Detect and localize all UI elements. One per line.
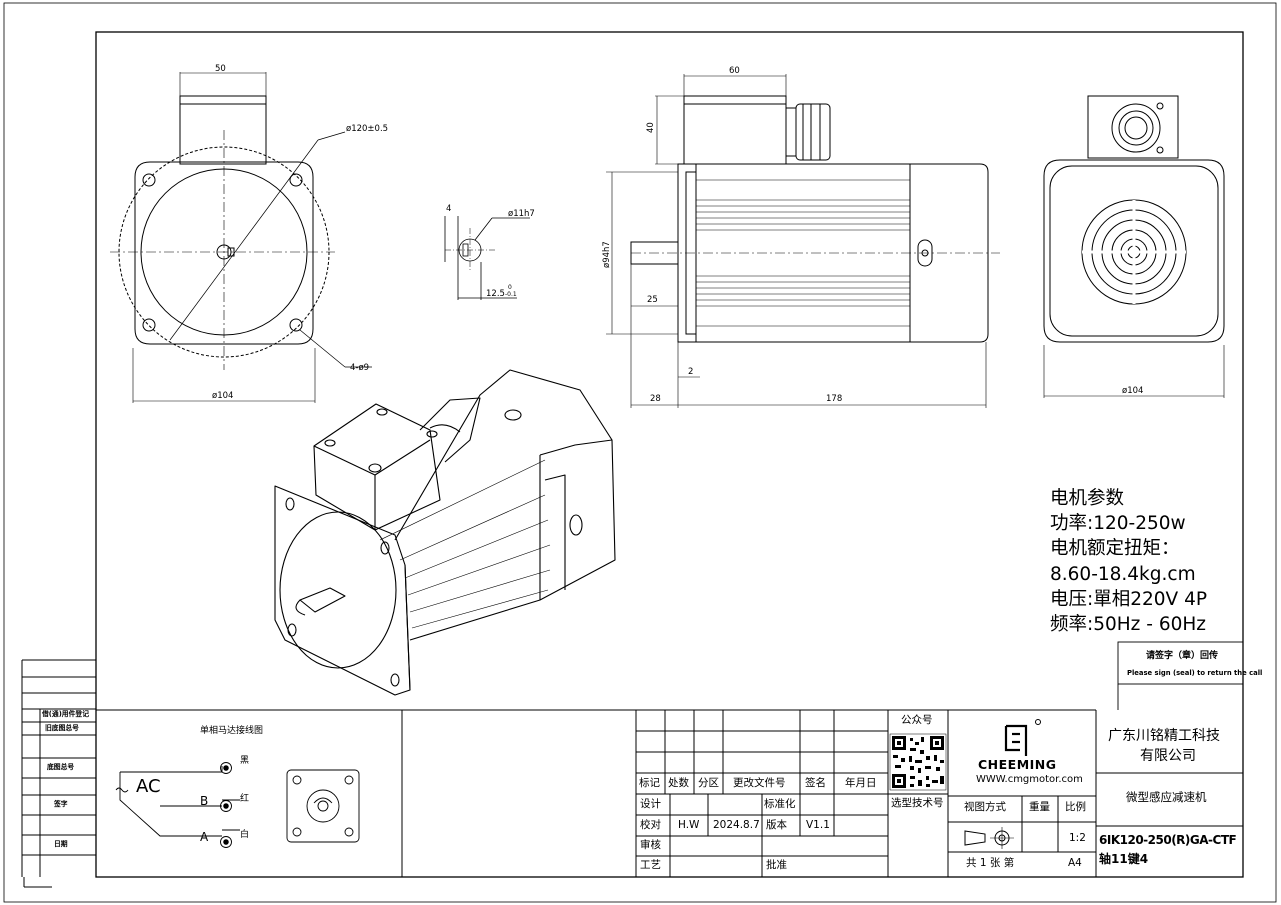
dim-front-holes: 4-ø9 [350, 363, 369, 373]
wiring-diagram [115, 762, 360, 848]
params-torque-value: 8.60-18.4kg.cm [1050, 563, 1196, 585]
tb-process: 工艺 [640, 859, 661, 871]
dim-side-flange: 2 [688, 367, 693, 377]
tb-version: V1.1 [806, 819, 830, 831]
side-view [606, 74, 1000, 408]
shaft-detail [444, 216, 530, 300]
title-block-grid [636, 710, 1243, 877]
sign-box-line1: 请签字（章）回传 [1146, 651, 1219, 661]
tb-checker: H.W [678, 819, 700, 831]
dim-key-width: 4 [446, 204, 451, 214]
dim-side-shaft-total: 28 [650, 394, 661, 404]
tb-ratio-label: 比例 [1065, 801, 1086, 813]
isometric-view [274, 369, 616, 696]
dim-side-shaft-len: 25 [647, 295, 658, 305]
dim-rear-width: ø104 [1122, 386, 1143, 396]
strip-row4: 签字 [54, 800, 68, 808]
tb-product-name: 微型感应减速机 [1126, 790, 1207, 804]
dim-front-circle: ø120±0.5 [346, 124, 388, 134]
tb-weight: 重量 [1029, 801, 1050, 813]
wiring-label-b: B [200, 794, 209, 808]
dim-key-tol-upper: 0 [508, 284, 512, 291]
dim-key-tol-lower: -0.1 [505, 291, 517, 298]
tb-date: 2024.8.7 [713, 819, 760, 831]
tb-ratio: 1:2 [1069, 832, 1086, 844]
tb-company-line1: 广东川铭精工科技 [1108, 728, 1220, 744]
tb-col-count: 处数 [668, 777, 689, 789]
tb-design: 设计 [640, 798, 661, 810]
tb-approve: 批准 [766, 859, 787, 871]
tb-review: 审核 [640, 839, 661, 851]
tb-col-change: 更改文件号 [733, 777, 786, 789]
tb-col-zone: 分区 [698, 777, 719, 789]
tb-col-mark: 标记 [639, 777, 660, 789]
rear-view [1043, 95, 1225, 398]
tb-company-line2: 有限公司 [1140, 748, 1196, 764]
dim-front-width-bottom: ø104 [212, 391, 233, 401]
motor-parameters: 电机参数 功率:120-250w 电机额定扭矩： 8.60-18.4kg.cm … [1050, 486, 1207, 637]
tb-version-label: 版本 [766, 819, 787, 831]
tb-view-method: 视图方式 [964, 801, 1006, 813]
dim-side-box-width: 60 [729, 66, 740, 76]
tb-size: A4 [1068, 857, 1082, 869]
tb-shaft-spec: 轴11键4 [1099, 852, 1149, 866]
front-view [110, 72, 372, 403]
params-voltage: 电压:單相220V 4P [1050, 588, 1208, 610]
wiring-label-a: A [200, 830, 209, 844]
params-power: 功率:120-250w [1050, 513, 1186, 535]
params-title: 电机参数 [1050, 488, 1125, 509]
strip-row1: 借(通)用件登记 [42, 710, 89, 718]
tb-website: WWW.cmgmotor.com [976, 774, 1083, 785]
sign-box [1117, 641, 1244, 710]
qr-code-icon [889, 733, 947, 791]
sign-box-line2: Please sign (seal) to return the call [1127, 669, 1263, 677]
wiring-black: 黑 [240, 756, 250, 766]
tb-total: 共 1 张 第 [966, 857, 1015, 869]
tb-col-sign: 签名 [805, 777, 826, 789]
tb-standard: 标准化 [764, 798, 796, 810]
wiring-white: 白 [240, 830, 250, 840]
cheeming-logo-icon [1004, 719, 1041, 756]
tb-model: 6IK120-250(R)GA-CTF [1099, 833, 1237, 847]
projection-symbol-icon [964, 827, 1014, 849]
dim-side-body-len: 178 [826, 394, 842, 404]
strip-row5: 日期 [54, 840, 68, 848]
dim-front-width-top: 50 [215, 64, 226, 74]
tb-brand: CHEEMING [978, 757, 1057, 772]
strip-row3: 底图总号 [47, 763, 75, 771]
strip-row2: 旧底图总号 [45, 724, 79, 732]
wiring-red: 红 [240, 794, 250, 804]
params-torque-label: 电机额定扭矩： [1050, 538, 1180, 560]
dim-side-box-height: 40 [646, 122, 656, 133]
tb-check: 校对 [640, 819, 661, 831]
wiring-title: 单相马达接线图 [200, 726, 264, 736]
tb-col-date: 年月日 [845, 777, 877, 789]
dim-key-depth: 12.5 [486, 289, 505, 299]
wiring-ac: AC [136, 776, 161, 797]
dim-shaft-diameter: ø11h7 [508, 209, 535, 219]
tb-selection: 选型技术号 [891, 797, 944, 809]
dim-side-pilot: ø94h7 [602, 241, 612, 268]
params-frequency: 频率:50Hz - 60Hz [1050, 614, 1206, 636]
tb-wechat: 公众号 [901, 714, 933, 726]
